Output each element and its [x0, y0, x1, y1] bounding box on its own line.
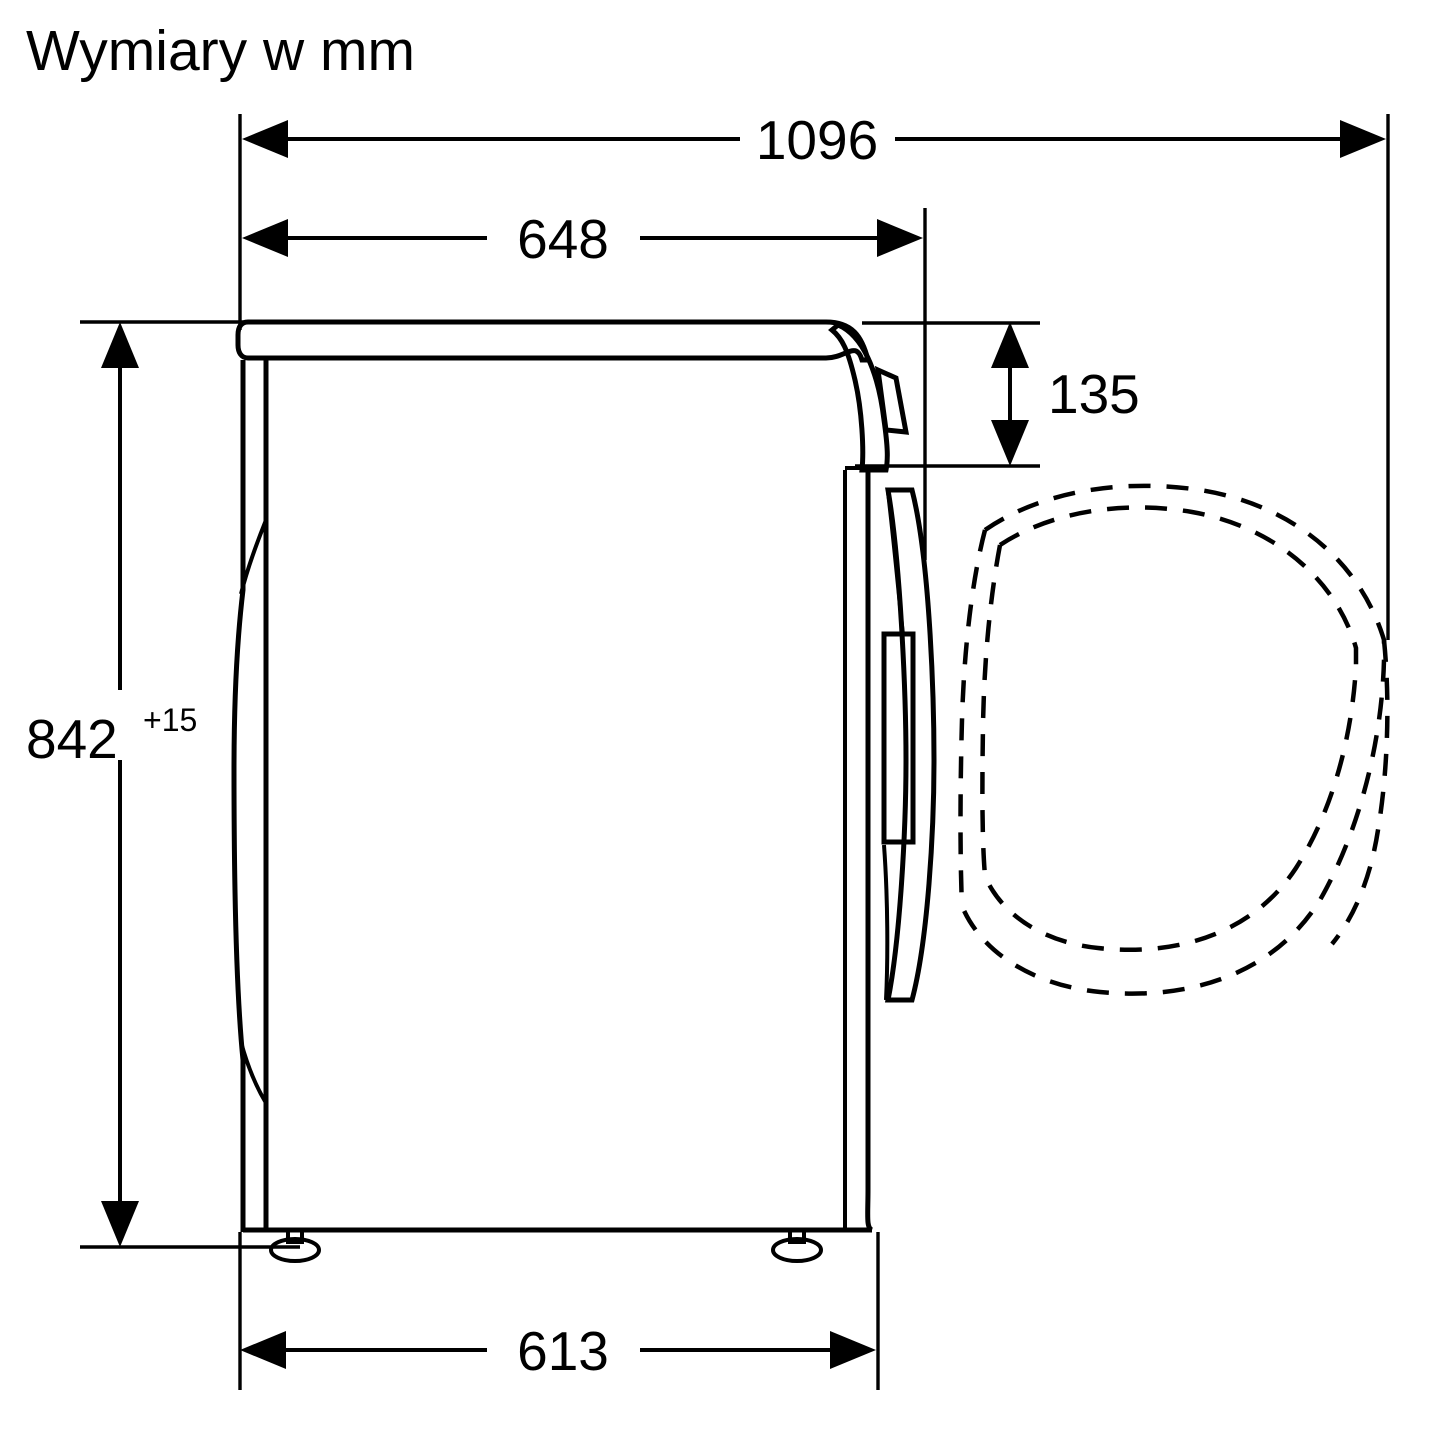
- extension-lines: [80, 114, 1390, 1390]
- arrow-left-icon: [242, 120, 288, 158]
- door-lower-edge: [882, 844, 890, 1001]
- foot-front-stem: [788, 1232, 806, 1244]
- door-upper-edge: [886, 491, 905, 635]
- dimension-135: 135: [991, 322, 1140, 466]
- control-knob: [874, 365, 910, 435]
- swing-arc-inner-left: [980, 544, 1003, 877]
- rear-panel-chamfer-bottom: [239, 1041, 268, 1105]
- rear-panel-outer: [231, 360, 246, 1232]
- dimension-1096: 1096: [242, 109, 1386, 171]
- arrow-up-icon: [991, 322, 1029, 368]
- arrow-left-icon: [240, 1331, 286, 1369]
- foot-rear-stem: [286, 1232, 304, 1244]
- foot-rear-pad: [269, 1237, 321, 1263]
- arrow-left-icon: [242, 219, 288, 257]
- appliance-body: [231, 319, 937, 1263]
- arrow-down-icon: [991, 420, 1029, 466]
- control-panel: [828, 322, 890, 473]
- arrow-right-icon: [1340, 120, 1386, 158]
- front-panel-edge: [865, 470, 874, 1233]
- arrow-right-icon: [830, 1331, 876, 1369]
- dimension-label-613: 613: [517, 1320, 609, 1382]
- adjustable-foot-front: [771, 1232, 823, 1263]
- door-handle: [881, 631, 916, 845]
- dimension-label-842: 842: [26, 708, 118, 770]
- swing-arc-tip: [1330, 639, 1390, 946]
- swing-arc-inner: [982, 505, 1359, 952]
- arrow-right-icon: [877, 219, 923, 257]
- swing-arc-outer: [959, 483, 1387, 996]
- rear-panel-chamfer-top: [239, 519, 268, 595]
- dimension-648: 648: [242, 208, 923, 270]
- adjustable-foot-rear: [269, 1232, 321, 1263]
- arrow-down-icon: [101, 1201, 139, 1247]
- arrow-up-icon: [101, 322, 139, 368]
- swing-arc-outer-left: [958, 529, 988, 907]
- page-title: Wymiary w mm: [26, 19, 415, 83]
- dimension-842: 842 +15: [26, 322, 197, 1247]
- dimension-label-648: 648: [517, 208, 609, 270]
- dimension-label-135: 135: [1048, 363, 1140, 425]
- dimension-613: 613: [240, 1320, 876, 1382]
- dimension-label-1096: 1096: [756, 109, 878, 171]
- top-panel: [235, 319, 872, 363]
- dimension-tolerance-842: +15: [143, 702, 197, 738]
- door: [884, 487, 937, 1003]
- door-swing-arc: [958, 483, 1390, 996]
- foot-front-pad: [771, 1237, 823, 1263]
